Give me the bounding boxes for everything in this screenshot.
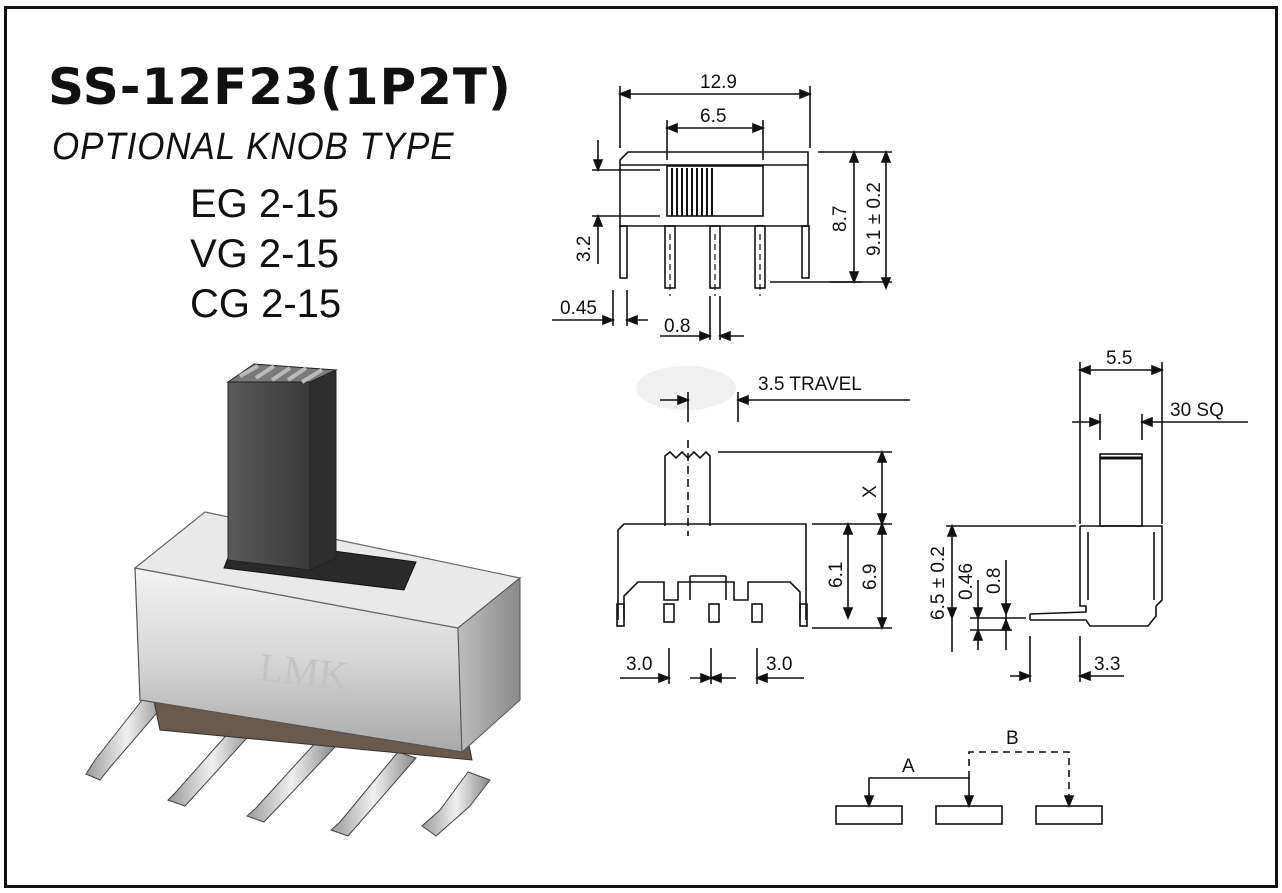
side-view-drawing bbox=[616, 392, 910, 684]
dim-width-total: 12.9 bbox=[700, 72, 737, 93]
dim-side-08: 0.8 bbox=[984, 568, 1005, 594]
dim-side-65: 6.5 ± 0.2 bbox=[928, 546, 949, 620]
dim-side-046: 0.46 bbox=[956, 563, 977, 600]
product-brand-mark: LMK bbox=[257, 644, 350, 698]
switch-product-illustration: LMK bbox=[85, 363, 522, 837]
knob-type-subtitle: OPTIONAL KNOB TYPE bbox=[52, 126, 455, 168]
end-view-drawing bbox=[946, 362, 1248, 682]
dim-travel: 3.5 TRAVEL bbox=[758, 374, 862, 395]
dim-pin-thickness: 0.45 bbox=[560, 298, 597, 319]
terminal-left bbox=[835, 805, 903, 825]
schematic-label-b: B bbox=[1006, 728, 1019, 749]
switch-position-a-line bbox=[868, 777, 970, 800]
drawing-frame bbox=[4, 6, 1278, 888]
dim-slot-width: 6.5 bbox=[700, 106, 726, 127]
dim-pin-length: 3.2 bbox=[574, 236, 595, 262]
dim-knob-height: X bbox=[860, 485, 881, 498]
dim-body-69: 6.9 bbox=[860, 564, 881, 590]
dim-body-61: 6.1 bbox=[826, 562, 847, 588]
front-view-drawing bbox=[552, 86, 892, 342]
dim-pitch-left: 3.0 bbox=[626, 654, 652, 675]
dim-depth: 5.5 bbox=[1106, 348, 1132, 369]
circuit-schematic bbox=[835, 751, 1103, 825]
model-cg: CG 2-15 bbox=[190, 282, 342, 326]
part-number-title: SS-12F23(1P2T) bbox=[48, 58, 512, 116]
model-vg: VG 2-15 bbox=[190, 232, 339, 276]
switch-position-b-line bbox=[968, 751, 1070, 800]
dim-side-33: 3.3 bbox=[1094, 654, 1120, 675]
dim-knob-square: 30 SQ bbox=[1170, 400, 1224, 421]
travel-highlight bbox=[636, 366, 736, 410]
dim-pin-width: 0.8 bbox=[664, 316, 690, 337]
schematic-label-a: A bbox=[902, 756, 915, 777]
switch-pins bbox=[85, 689, 491, 837]
model-eg: EG 2-15 bbox=[190, 182, 339, 226]
dim-height-91: 9.1 ± 0.2 bbox=[864, 182, 885, 256]
dim-pitch-right: 3.0 bbox=[766, 654, 792, 675]
terminal-common bbox=[935, 805, 1003, 825]
dim-height-87: 8.7 bbox=[830, 206, 851, 232]
terminal-right bbox=[1035, 805, 1103, 825]
